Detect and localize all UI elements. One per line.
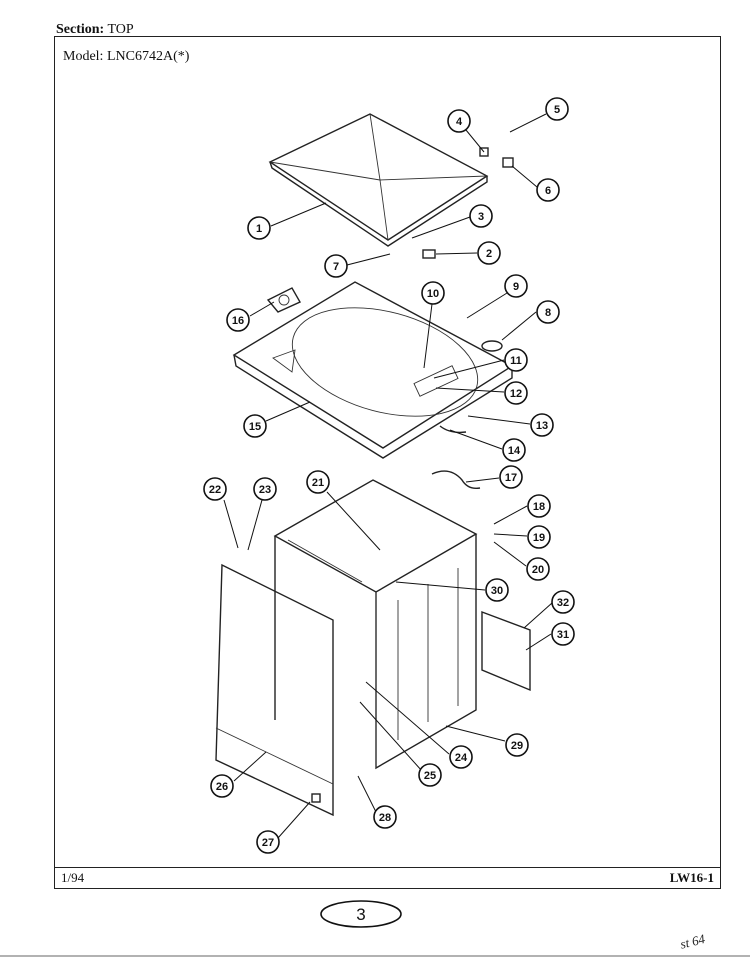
svg-text:4: 4 xyxy=(456,116,463,128)
svg-text:15: 15 xyxy=(249,421,261,433)
svg-text:26: 26 xyxy=(216,781,228,793)
svg-text:10: 10 xyxy=(427,288,439,300)
lid-drawing xyxy=(268,113,489,247)
svg-text:14: 14 xyxy=(508,445,521,457)
svg-text:18: 18 xyxy=(533,501,545,513)
svg-text:20: 20 xyxy=(532,564,544,576)
svg-text:31: 31 xyxy=(557,629,569,641)
callout-6: 6 xyxy=(536,178,560,202)
callout-19: 19 xyxy=(527,525,551,549)
footer-date: 1/94 xyxy=(61,870,85,885)
callout-24: 24 xyxy=(449,745,473,769)
svg-text:32: 32 xyxy=(557,597,569,609)
callout-31: 31 xyxy=(551,622,575,646)
model-value: LNC6742A(*) xyxy=(106,49,190,64)
svg-text:27: 27 xyxy=(262,837,274,849)
diagram-frame: Model: LNC6742A(*) 1/94 LW16-1 xyxy=(54,36,721,889)
footer-bar: 1/94 LW16-1 xyxy=(55,867,720,888)
callout-22: 22 xyxy=(203,477,227,501)
svg-text:23: 23 xyxy=(259,484,271,496)
rear-panel-drawing xyxy=(481,610,531,692)
svg-text:25: 25 xyxy=(424,770,436,782)
callout-11: 11 xyxy=(504,348,528,372)
callout-14: 14 xyxy=(502,438,526,462)
svg-text:22: 22 xyxy=(209,484,221,496)
svg-text:3: 3 xyxy=(478,211,484,223)
callout-18: 18 xyxy=(527,494,551,518)
svg-text:21: 21 xyxy=(312,477,324,489)
leader-lines xyxy=(223,113,553,839)
footer-code: LW16-1 xyxy=(669,870,714,885)
callout-29: 29 xyxy=(505,733,529,757)
callout-17: 17 xyxy=(499,465,523,489)
svg-text:30: 30 xyxy=(491,585,503,597)
callout-4: 4 xyxy=(447,109,471,133)
callout-2: 2 xyxy=(477,241,501,265)
svg-text:1: 1 xyxy=(256,223,262,235)
callout-21: 21 xyxy=(306,470,330,494)
section-label: Section: xyxy=(56,22,105,37)
callout-12: 12 xyxy=(504,381,528,405)
cabinet-drawing xyxy=(273,479,478,770)
section-value: TOP xyxy=(107,22,134,37)
callout-1: 1 xyxy=(247,216,271,240)
callout-7: 7 xyxy=(324,254,348,278)
callout-20: 20 xyxy=(526,557,550,581)
svg-text:24: 24 xyxy=(455,752,468,764)
svg-text:13: 13 xyxy=(536,420,548,432)
callout-9: 9 xyxy=(504,274,528,298)
callout-26: 26 xyxy=(210,774,234,798)
callout-32: 32 xyxy=(551,590,575,614)
callout-15: 15 xyxy=(243,414,267,438)
handwritten-note: st 64 xyxy=(679,931,707,952)
callout-16: 16 xyxy=(226,308,250,332)
svg-text:7: 7 xyxy=(333,261,339,273)
svg-text:9: 9 xyxy=(513,281,519,293)
svg-text:29: 29 xyxy=(511,740,523,752)
svg-text:11: 11 xyxy=(510,355,522,367)
svg-text:19: 19 xyxy=(533,532,545,544)
callout-30: 30 xyxy=(485,578,509,602)
svg-text:12: 12 xyxy=(510,388,522,400)
svg-text:6: 6 xyxy=(545,185,551,197)
model-heading: Model: LNC6742A(*) xyxy=(63,49,189,65)
svg-text:28: 28 xyxy=(379,812,391,824)
callout-23: 23 xyxy=(253,477,277,501)
callout-5: 5 xyxy=(545,97,569,121)
callout-28: 28 xyxy=(373,805,397,829)
model-label: Model: xyxy=(63,49,104,64)
front-panel-drawing xyxy=(215,563,334,817)
svg-text:16: 16 xyxy=(232,315,244,327)
svg-text:2: 2 xyxy=(486,248,492,260)
svg-text:17: 17 xyxy=(505,472,517,484)
svg-text:3: 3 xyxy=(356,905,365,924)
callout-10: 10 xyxy=(421,281,445,305)
callout-25: 25 xyxy=(418,763,442,787)
small-parts-drawing xyxy=(266,147,514,803)
page-number-mark: 3 xyxy=(320,900,402,928)
section-heading: Section: TOP xyxy=(56,22,134,38)
svg-text:8: 8 xyxy=(545,307,551,319)
callout-8: 8 xyxy=(536,300,560,324)
callout-27: 27 xyxy=(256,830,280,854)
callout-13: 13 xyxy=(530,413,554,437)
svg-text:5: 5 xyxy=(554,104,560,116)
callout-3: 3 xyxy=(469,204,493,228)
